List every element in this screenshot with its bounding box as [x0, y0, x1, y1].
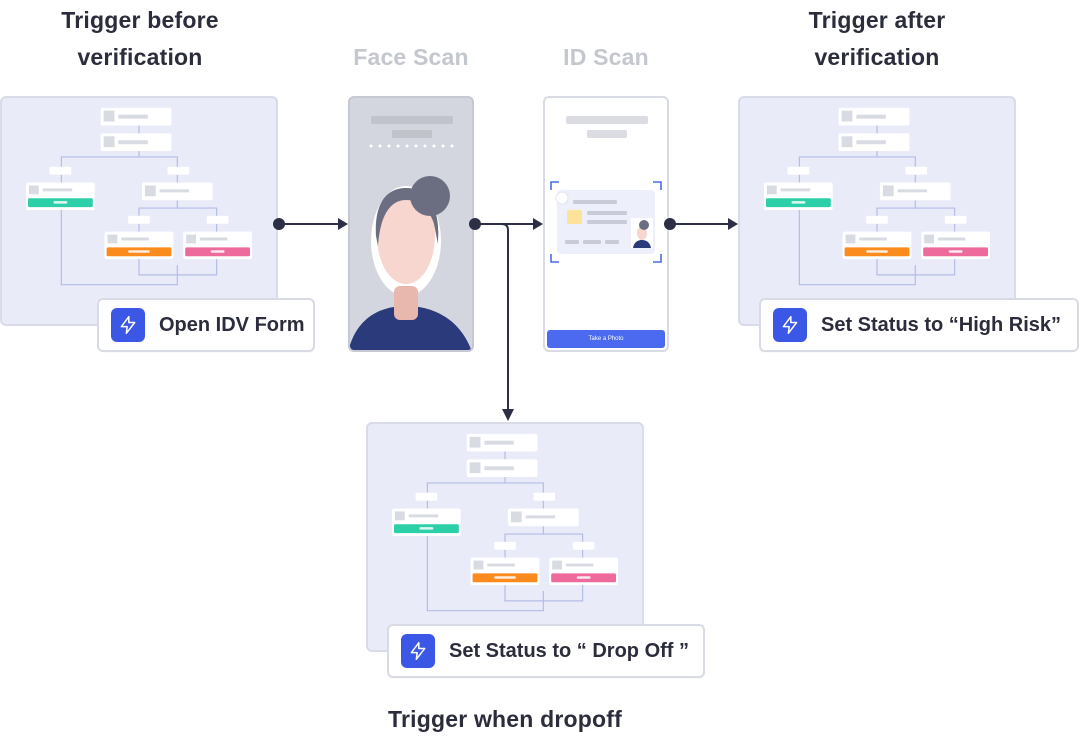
face-illustration — [350, 144, 472, 350]
heading-id-scan: ID Scan — [563, 44, 649, 70]
open-idv-form-card[interactable]: Open IDV Form — [97, 298, 315, 352]
workflow-panel-before — [0, 96, 278, 326]
heading-trigger-before: Trigger before verification — [61, 7, 219, 70]
take-photo-button[interactable]: Take a Photo — [547, 330, 665, 348]
workflow-diagram — [740, 98, 1014, 324]
lightning-bolt-icon — [773, 308, 807, 342]
placeholder-bar — [371, 116, 453, 124]
face-scan-phone — [348, 96, 474, 352]
workflow-panel-after — [738, 96, 1016, 326]
action-label: Set Status to “High Risk” — [821, 313, 1062, 336]
lightning-bolt-icon — [111, 308, 145, 342]
id-scan-phone: Take a Photo — [543, 96, 669, 352]
placeholder-bar — [566, 116, 648, 124]
action-label: Set Status to “ Drop Off ” — [449, 639, 689, 662]
set-drop-off-card[interactable]: Set Status to “ Drop Off ” — [387, 624, 705, 678]
heading-trigger-after: Trigger after verification — [808, 7, 946, 70]
workflow-diagram — [2, 98, 276, 324]
workflow-diagram — [368, 424, 642, 650]
heading-trigger-dropoff: Trigger when dropoff — [388, 706, 622, 732]
placeholder-bar — [587, 130, 627, 138]
id-card-illustration — [550, 181, 662, 263]
action-label: Open IDV Form — [159, 313, 305, 336]
lightning-bolt-icon — [401, 634, 435, 668]
heading-face-scan: Face Scan — [353, 44, 469, 70]
set-high-risk-card[interactable]: Set Status to “High Risk” — [759, 298, 1079, 352]
workflow-panel-dropoff — [366, 422, 644, 652]
placeholder-bar — [392, 130, 432, 138]
